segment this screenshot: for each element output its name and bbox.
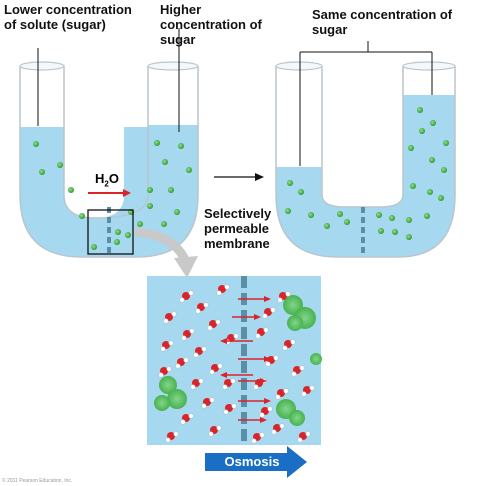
water-flow-arrows [220, 296, 271, 423]
osmosis-arrow [205, 446, 307, 478]
same-concentration-label: Same concentration of sugar [312, 7, 453, 37]
zoom-panel [147, 276, 322, 445]
zoom-box [87, 209, 134, 255]
u-tube-before [19, 61, 199, 258]
sugar-molecules-after [285, 107, 449, 240]
water-label-subscript: 2 [104, 179, 109, 189]
same-bracket [299, 41, 433, 166]
zoom-arrow [134, 227, 198, 278]
water-label-o: O [108, 171, 119, 186]
higher-concentration-label: Higher concentration of sugar [160, 2, 262, 47]
lower-concentration-label: Lower concentration of solute (sugar) [4, 2, 132, 32]
water-label-h: H [95, 171, 105, 186]
credit-text: © 2011 Pearson Education, Inc. [2, 478, 73, 484]
solution-after [276, 95, 455, 257]
transition-arrow [214, 173, 264, 181]
osmosis-label: Osmosis [224, 454, 280, 469]
solution-before [20, 125, 198, 257]
membrane-label: Selectively permeable membrane [204, 206, 272, 251]
water-label: H2O [95, 171, 119, 189]
u-tube-after [275, 61, 456, 258]
sugar-molecules-before [33, 140, 192, 250]
water-molecules [158, 284, 315, 444]
